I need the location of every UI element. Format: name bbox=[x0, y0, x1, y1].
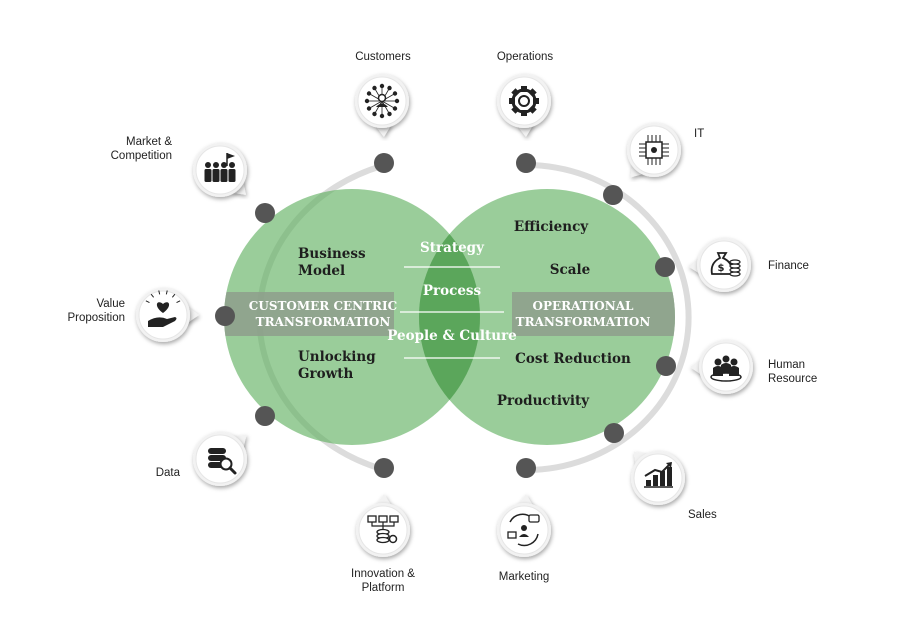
overlap-dividers bbox=[400, 266, 504, 359]
overlap-item-process: Process bbox=[423, 283, 482, 299]
left-item-unlocking-growth-2: Growth bbox=[298, 366, 354, 382]
people-group-icon bbox=[710, 355, 742, 382]
right-item-productivity: Productivity bbox=[497, 393, 590, 409]
spoke-customers[interactable]: Customers bbox=[355, 51, 411, 173]
spoke-label: Competition bbox=[111, 150, 172, 162]
overlap-item-people-culture: People & Culture bbox=[387, 328, 517, 344]
spoke-label: Customers bbox=[355, 51, 411, 63]
hand-heart-icon bbox=[145, 290, 181, 327]
spoke-marketing[interactable]: Marketing bbox=[497, 458, 551, 583]
spoke-dot bbox=[255, 406, 275, 426]
spoke-dot bbox=[516, 153, 536, 173]
spoke-operations[interactable]: Operations bbox=[497, 51, 554, 173]
spoke-label: Resource bbox=[768, 373, 817, 385]
spoke-label: Data bbox=[156, 467, 181, 479]
spoke-label: Platform bbox=[362, 582, 405, 594]
left-band-line-2: TRANSFORMATION bbox=[256, 315, 391, 329]
spoke-badge-inner bbox=[499, 76, 549, 126]
spoke-badge-inner bbox=[195, 145, 245, 195]
spoke-label: Value bbox=[96, 298, 125, 310]
svg-text:$: $ bbox=[718, 263, 725, 274]
spoke-sales[interactable]: Sales bbox=[604, 423, 717, 521]
marketing-chat-icon bbox=[507, 513, 540, 547]
left-band bbox=[224, 292, 394, 336]
spoke-dot bbox=[374, 153, 394, 173]
spoke-dot bbox=[516, 458, 536, 478]
right-band bbox=[512, 292, 675, 336]
spoke-finance[interactable]: $ Finance bbox=[655, 238, 809, 292]
spoke-dot bbox=[603, 185, 623, 205]
spoke-it[interactable]: IT bbox=[603, 123, 704, 205]
spoke-data[interactable]: Data bbox=[156, 406, 275, 486]
spoke-label: Operations bbox=[497, 51, 554, 63]
spoke-badge-inner bbox=[699, 240, 749, 290]
platform-network-icon bbox=[367, 515, 399, 544]
spoke-dot bbox=[604, 423, 624, 443]
overlap-item-strategy: Strategy bbox=[420, 240, 485, 256]
left-band-line-1: CUSTOMER CENTRIC bbox=[249, 299, 397, 313]
spoke-badge-inner bbox=[138, 290, 188, 340]
growth-chart-icon bbox=[644, 462, 673, 488]
left-item-business-model-2: Model bbox=[298, 263, 345, 279]
left-item-unlocking-growth-1: Unlocking bbox=[298, 349, 376, 365]
right-band-line-2: TRANSFORMATION bbox=[516, 315, 651, 329]
team-flag-icon bbox=[204, 153, 236, 182]
spoke-label: Proposition bbox=[67, 312, 125, 324]
spoke-dot bbox=[374, 458, 394, 478]
venn-circles bbox=[224, 189, 675, 445]
spoke-dot bbox=[656, 356, 676, 376]
right-item-efficiency: Efficiency bbox=[514, 219, 589, 235]
right-band-line-1: OPERATIONAL bbox=[533, 299, 635, 313]
spoke-dot bbox=[655, 257, 675, 277]
circle-text: CUSTOMER CENTRIC TRANSFORMATION OPERATIO… bbox=[249, 240, 651, 344]
spoke-innovation-platform[interactable]: Innovation & Platform bbox=[351, 458, 415, 594]
spoke-label: Market & bbox=[126, 136, 172, 148]
circle-items: Business Model Unlocking Growth Efficien… bbox=[298, 219, 631, 409]
circuit-chip-icon bbox=[639, 135, 669, 165]
spoke-dot bbox=[215, 306, 235, 326]
network-people-icon bbox=[364, 83, 400, 119]
right-ring-arc bbox=[523, 162, 692, 473]
left-item-business-model-1: Business bbox=[298, 246, 366, 262]
spoke-market-competition[interactable]: Market & Competition bbox=[111, 136, 275, 223]
spoke-label: Innovation & bbox=[351, 568, 415, 580]
spoke-label: Human bbox=[768, 359, 805, 371]
right-item-cost-reduction: Cost Reduction bbox=[515, 351, 631, 367]
right-item-scale: Scale bbox=[550, 262, 590, 278]
spoke-label: Marketing bbox=[499, 571, 550, 583]
database-search-icon bbox=[208, 448, 237, 475]
spoke-label: IT bbox=[694, 128, 704, 140]
spoke-label: Finance bbox=[768, 260, 809, 272]
money-bag-icon: $ bbox=[710, 252, 741, 277]
spoke-label: Sales bbox=[688, 509, 717, 521]
spoke-dot bbox=[255, 203, 275, 223]
